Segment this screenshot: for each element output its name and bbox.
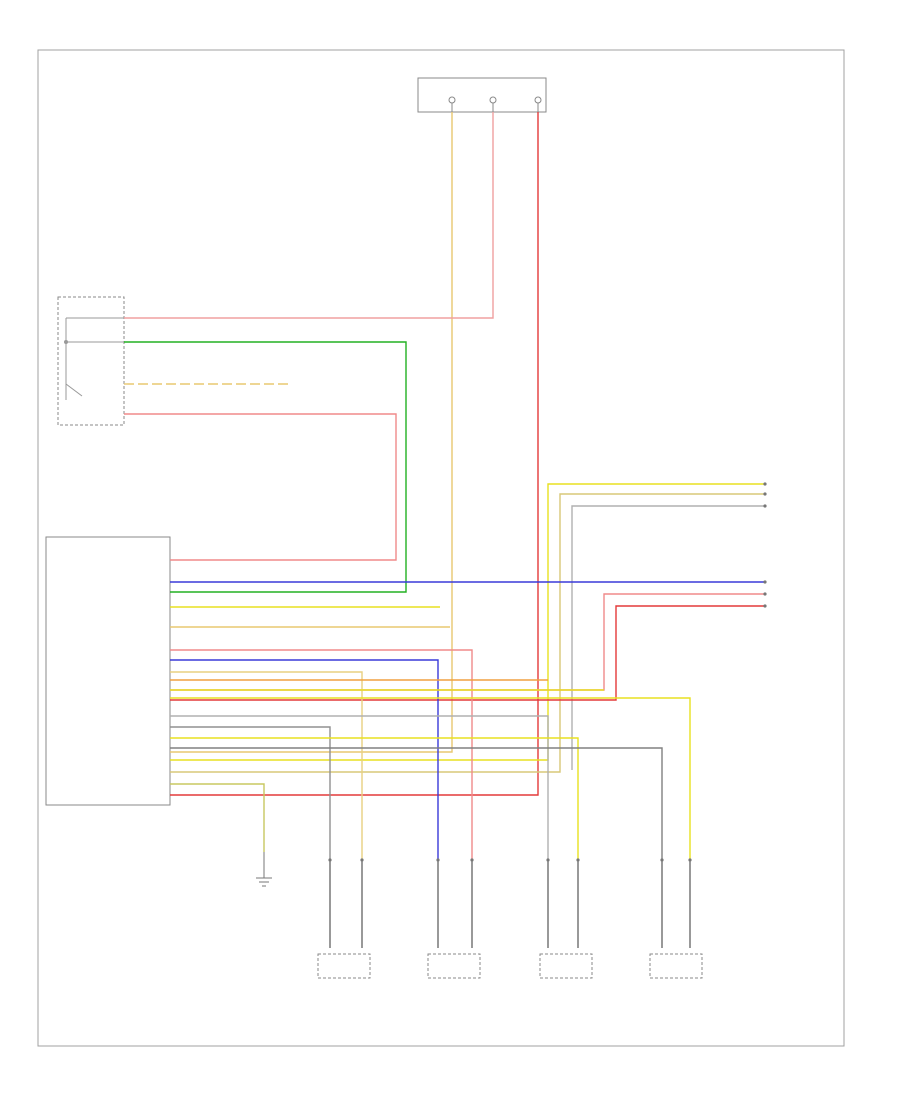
actuator-right-rear — [649, 860, 703, 979]
ground-symbol — [256, 852, 272, 887]
suspension-switch — [57, 296, 125, 426]
actuator-right-front — [427, 860, 481, 979]
diagram-frame — [37, 49, 845, 1047]
connector-dots — [328, 482, 767, 862]
actuator-left-front — [317, 860, 371, 979]
fuse-left — [448, 96, 456, 112]
actuator-wires — [170, 606, 691, 860]
right-sensor-wires — [170, 483, 765, 773]
supply-wires — [124, 112, 539, 796]
fuse-right — [534, 96, 542, 112]
fuse-mid — [489, 96, 497, 112]
fuse-panel — [417, 77, 547, 113]
suspension-control-unit — [45, 536, 171, 806]
actuator-left-rear — [539, 860, 593, 979]
switch-wires — [124, 341, 407, 593]
